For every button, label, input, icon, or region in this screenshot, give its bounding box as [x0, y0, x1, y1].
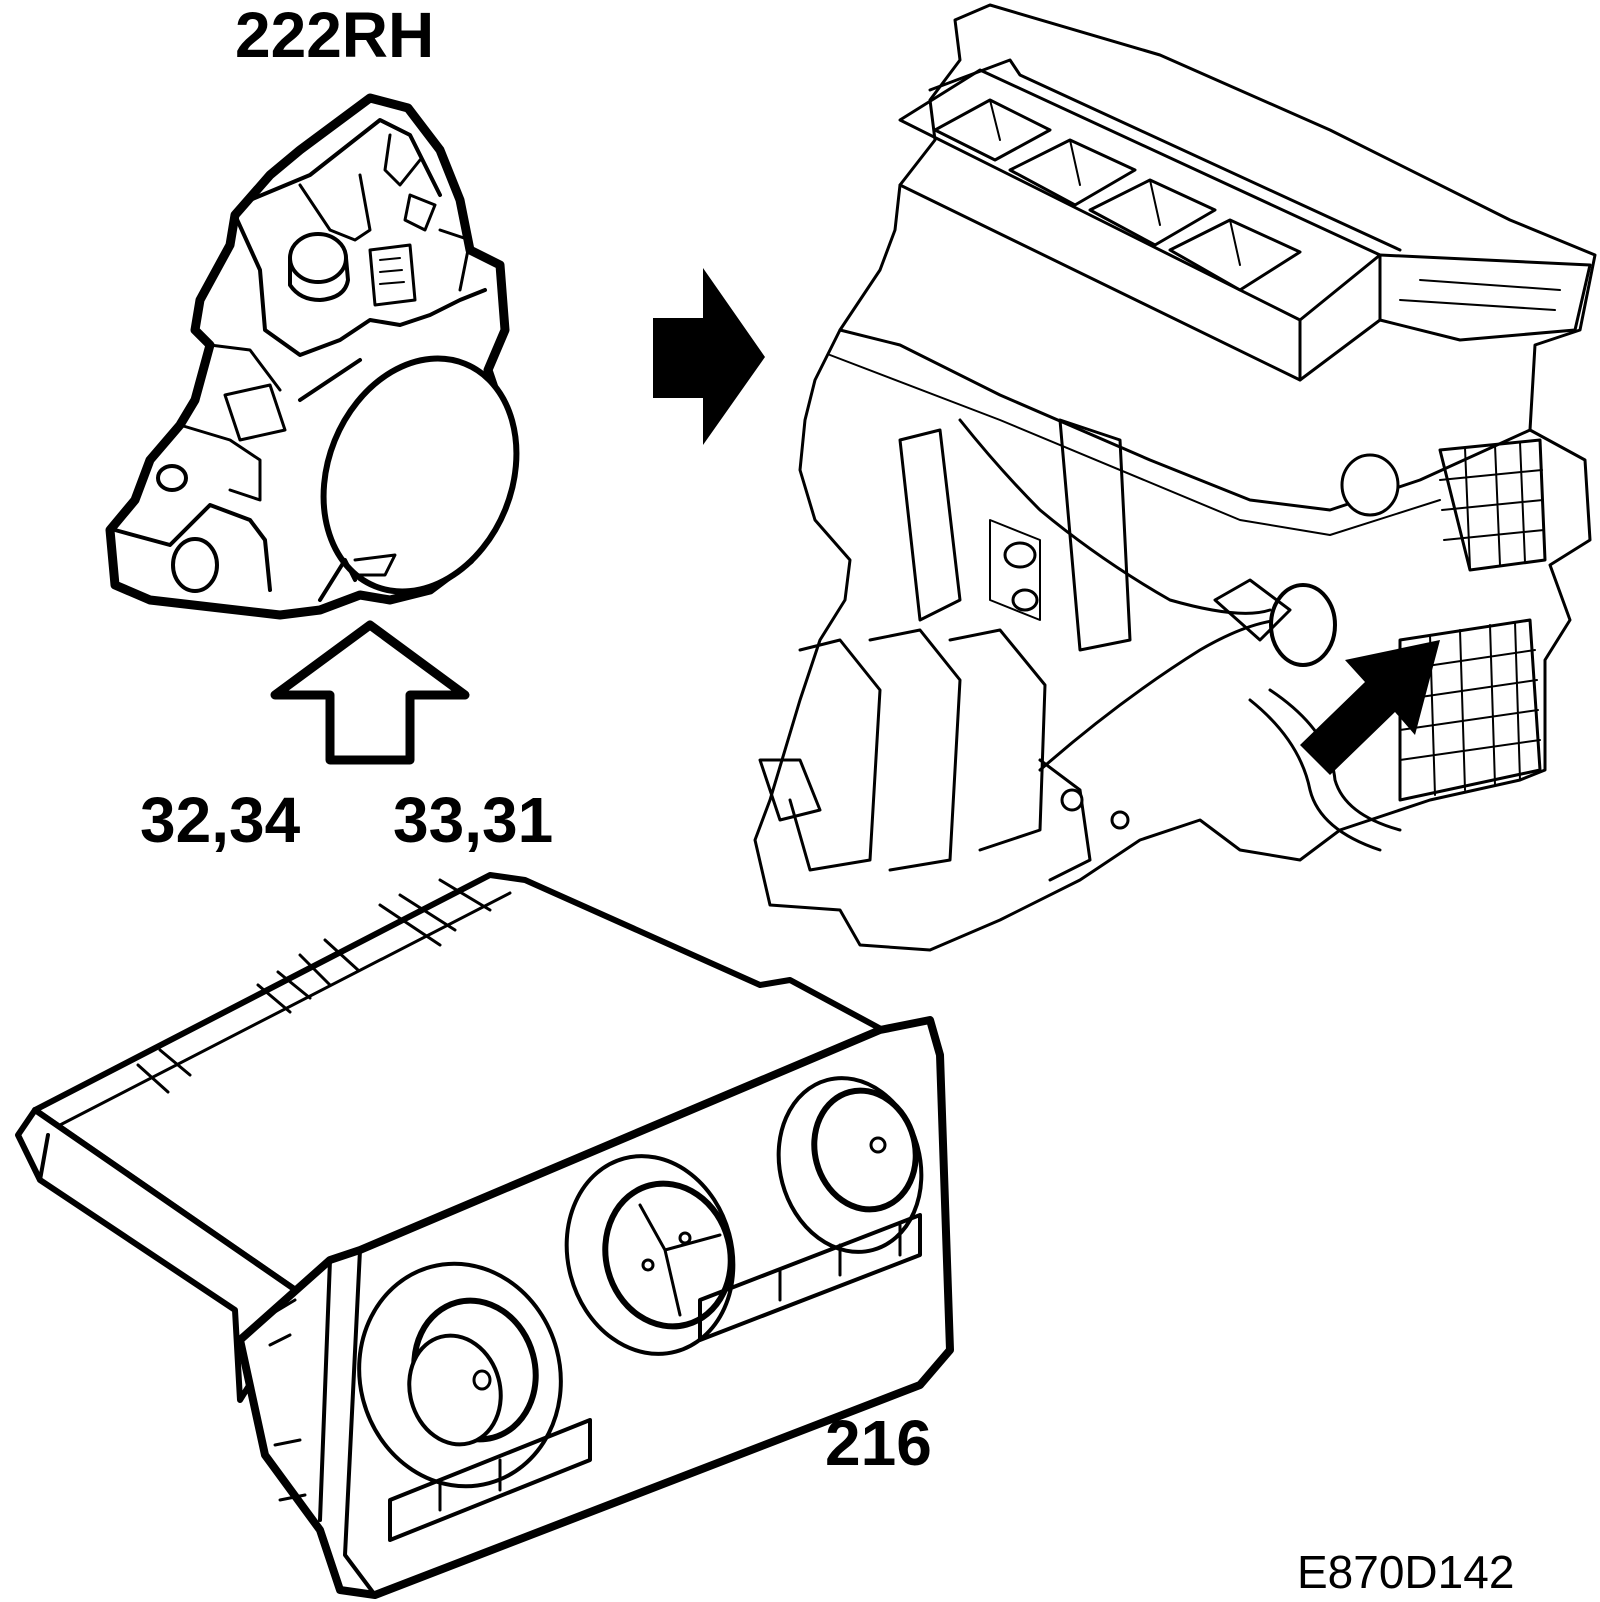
connector-label-left: 32,34 [140, 784, 301, 856]
location-arrow-icon [1300, 640, 1440, 775]
figure-reference: E870D142 [1297, 1546, 1514, 1598]
heater-blower-housing-icon [753, 3, 1597, 952]
control-panel-label: 216 [825, 1407, 932, 1479]
up-arrow-icon [270, 620, 470, 765]
right-arrow-icon [653, 268, 765, 445]
actuator-motor-icon [105, 93, 520, 620]
climate-control-panel-icon [15, 872, 954, 1599]
actuator-label: 222RH [235, 0, 434, 71]
connector-label-right: 33,31 [393, 784, 553, 856]
